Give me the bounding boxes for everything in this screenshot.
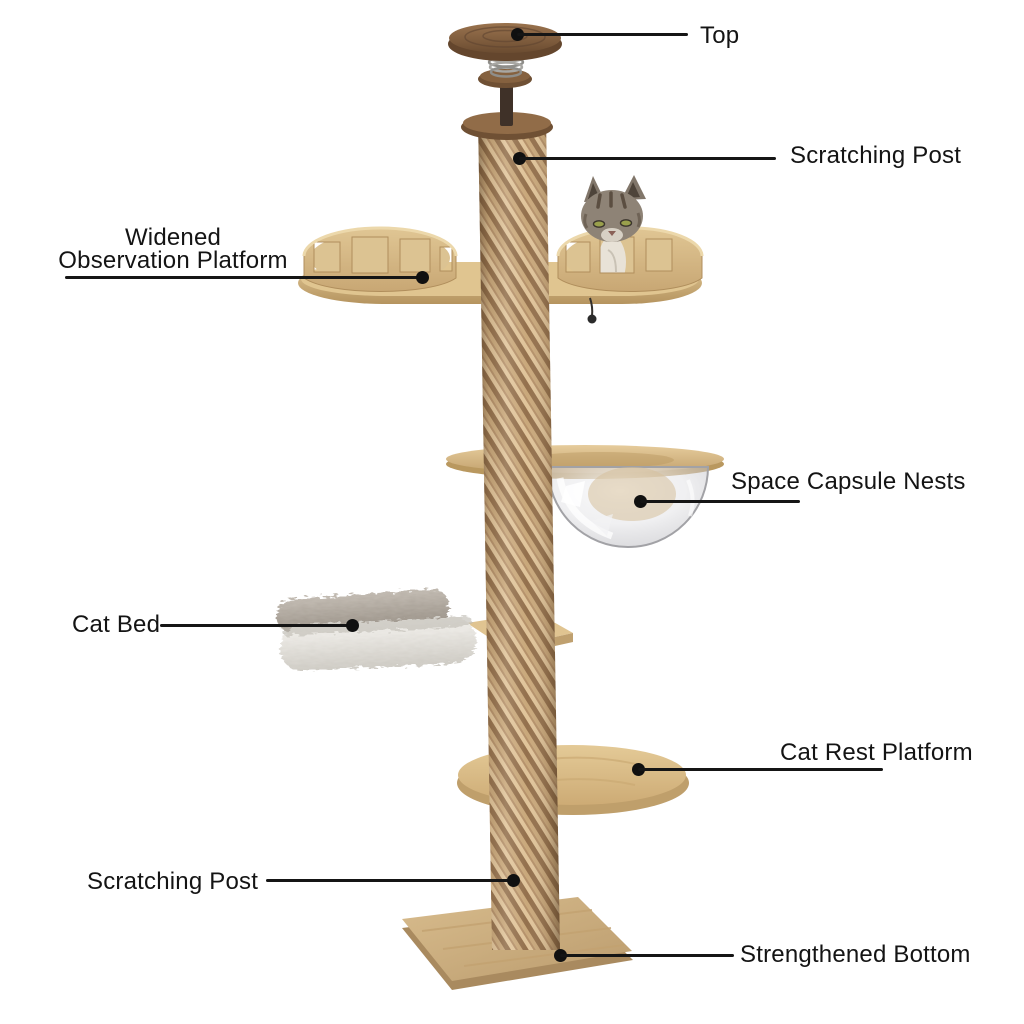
- sisal-scratching-post: [478, 118, 560, 950]
- callout-line: [160, 624, 352, 627]
- callout-label-scratching-post-lower: Scratching Post: [87, 868, 259, 895]
- callout-line: [519, 157, 776, 160]
- callout-label-widened-observation-platform: Widened Observation Platform: [58, 224, 288, 274]
- callout-line: [640, 500, 800, 503]
- callout-dot: [507, 874, 520, 887]
- callout-label-top: Top: [700, 22, 740, 49]
- callout-dot: [416, 271, 429, 284]
- callout-label-cat-rest-platform: Cat Rest Platform: [780, 739, 973, 766]
- callout-line: [517, 33, 688, 36]
- callout-line: [266, 879, 513, 882]
- plush-cat-bed: [277, 589, 476, 671]
- callout-dot: [346, 619, 359, 632]
- callout-label-strengthened-bottom: Strengthened Bottom: [740, 941, 971, 968]
- cat-nose: [608, 231, 616, 236]
- callout-line: [638, 768, 883, 771]
- toy-ball: [587, 297, 597, 324]
- callout-label-space-capsule-nests: Space Capsule Nests: [731, 468, 966, 495]
- callout-label-scratching-post-upper: Scratching Post: [790, 142, 962, 169]
- cat-eye: [592, 220, 606, 228]
- callout-label-cat-bed: Cat Bed: [72, 611, 161, 638]
- hanging-rod: [500, 82, 513, 126]
- callout-line: [560, 954, 734, 957]
- cat-head: [581, 190, 643, 242]
- observation-fence-right: [556, 226, 704, 292]
- post-cap: [461, 112, 553, 140]
- capsule-dome: [546, 466, 710, 548]
- cat: [581, 175, 646, 242]
- callout-line: [65, 276, 422, 279]
- cat-eye: [619, 219, 633, 227]
